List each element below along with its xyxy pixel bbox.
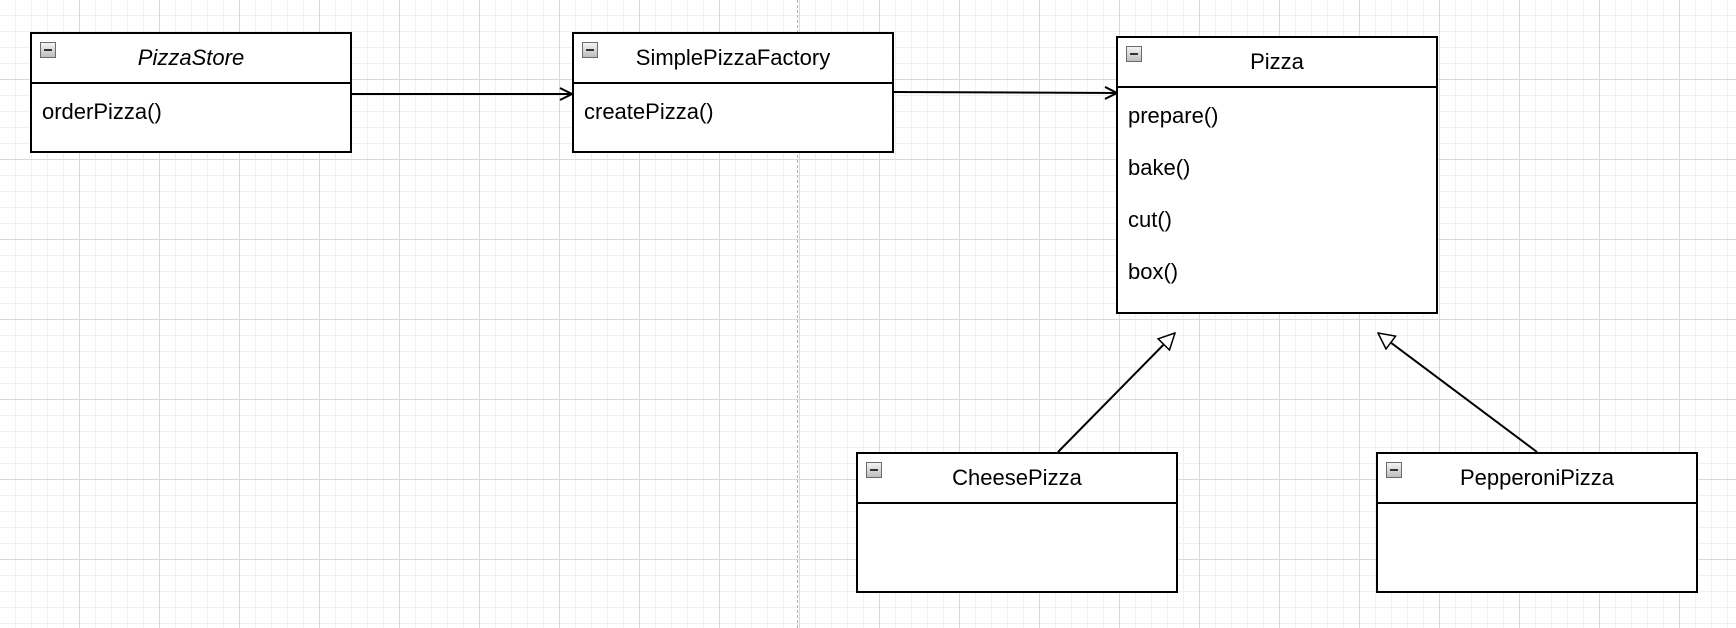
method-row: bake() — [1128, 155, 1191, 180]
generalization-pepperoni-pizza[interactable] — [1378, 333, 1538, 453]
association-factory-pizza[interactable] — [892, 92, 1117, 93]
class-header: PizzaStore — [32, 34, 350, 84]
method-row: createPizza() — [584, 99, 714, 124]
class-header: PepperoniPizza — [1378, 454, 1696, 504]
method-list — [858, 504, 1176, 508]
class-simple-pizza-factory[interactable]: SimplePizzaFactory createPizza() — [572, 32, 894, 153]
class-header: CheesePizza — [858, 454, 1176, 504]
method-row: prepare() — [1128, 103, 1219, 128]
class-name: PizzaStore — [137, 45, 245, 70]
class-name: SimplePizzaFactory — [635, 45, 831, 70]
method-row: orderPizza() — [42, 99, 162, 124]
collapse-icon[interactable] — [582, 42, 598, 58]
collapse-icon[interactable] — [866, 462, 882, 478]
method-row: box() — [1128, 259, 1179, 284]
class-pizza-store[interactable]: PizzaStore orderPizza() — [30, 32, 352, 153]
collapse-icon[interactable] — [1386, 462, 1402, 478]
method-list: prepare() bake() cut() box() — [1118, 88, 1436, 300]
class-name: CheesePizza — [952, 465, 1082, 490]
method-list: orderPizza() — [32, 84, 350, 140]
method-row: cut() — [1128, 207, 1172, 232]
method-list: createPizza() — [574, 84, 892, 140]
class-name: PepperoniPizza — [1459, 465, 1615, 490]
collapse-icon[interactable] — [40, 42, 56, 58]
generalization-cheese-pizza[interactable] — [1057, 333, 1175, 453]
class-pepperoni-pizza[interactable]: PepperoniPizza — [1376, 452, 1698, 593]
collapse-icon[interactable] — [1126, 46, 1142, 62]
class-pizza[interactable]: Pizza prepare() bake() cut() box() — [1116, 36, 1438, 314]
class-cheese-pizza[interactable]: CheesePizza — [856, 452, 1178, 593]
class-header: SimplePizzaFactory — [574, 34, 892, 84]
method-list — [1378, 504, 1696, 508]
class-header: Pizza — [1118, 38, 1436, 88]
class-name: Pizza — [1250, 49, 1304, 74]
page-break-line — [797, 0, 798, 628]
